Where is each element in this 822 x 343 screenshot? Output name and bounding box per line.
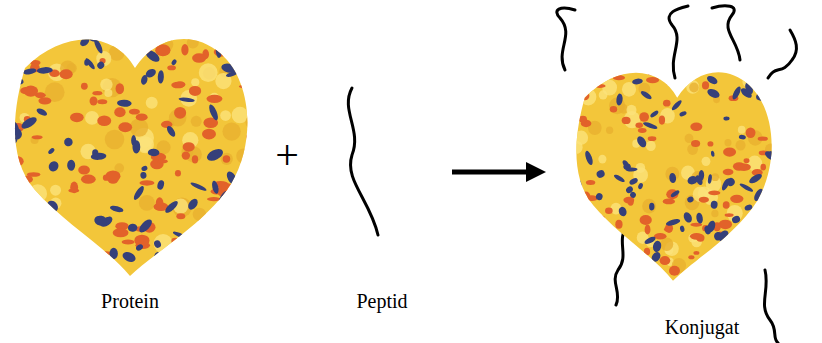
protein-blob bbox=[0, 1, 262, 282]
caption-label: Protein bbox=[101, 290, 159, 312]
peptide-strand bbox=[348, 88, 378, 235]
caption-label: Konjugat bbox=[665, 316, 739, 338]
conjugate-strands bbox=[557, 6, 797, 343]
plus-sign: + bbox=[275, 132, 299, 178]
reaction-arrow bbox=[452, 170, 530, 175]
conjugate-protein-blob bbox=[563, 39, 784, 288]
caption-label: Peptid bbox=[356, 290, 407, 312]
